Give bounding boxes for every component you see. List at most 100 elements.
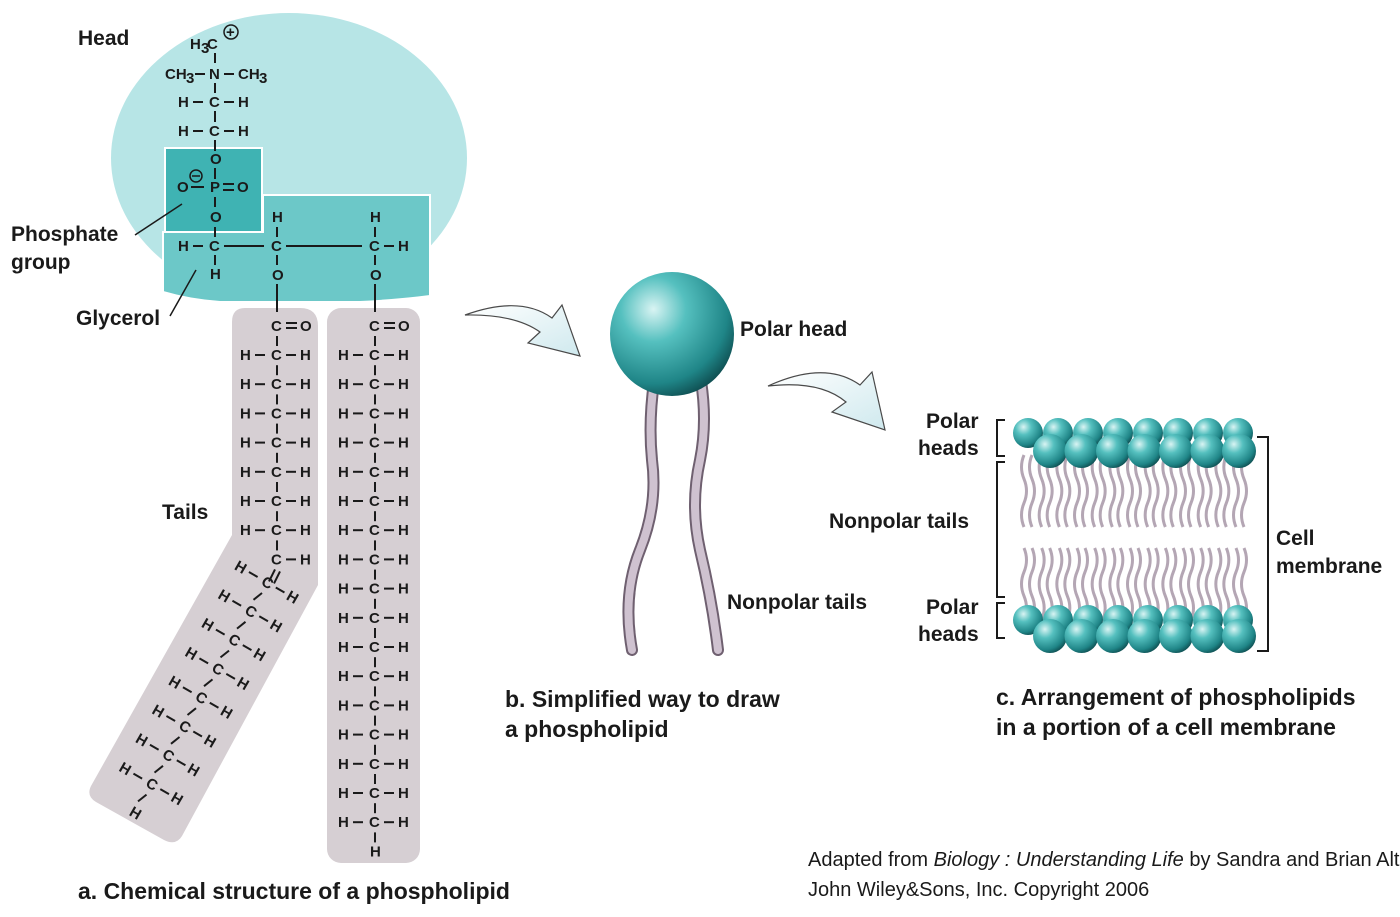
panel-c-caption-2: in a portion of a cell membrane [996,714,1336,740]
carbonyl-oxygen: O [300,318,312,335]
hydrogen: H [300,435,311,452]
polar-head-label: Polar head [740,318,847,341]
panel-b: Polar head Nonpolar tails b. Simplified … [505,272,867,742]
hydrogen: H [240,347,251,364]
cell-membrane-label: Cell [1276,527,1315,550]
carbonyl-carbon: C [369,318,380,335]
cell-membrane-label-2: membrane [1276,555,1382,578]
hydrogen: H [338,581,349,598]
bond [176,759,186,767]
membrane-head-sphere [1190,619,1225,653]
polar-heads-top-label-2: heads [918,437,979,460]
svg-text:P: P [210,179,220,196]
hydrogen: H [338,522,349,539]
membrane-tail [1020,454,1028,528]
membrane-tail [1151,547,1160,621]
terminal-hydrogen: H [370,843,381,860]
hydrogen: H [338,814,349,831]
bond [219,649,230,659]
hydrogen: H [240,464,251,481]
svg-text:H: H [210,266,221,283]
head-label: Head [78,27,129,50]
bond [258,615,269,623]
membrane-tail [1037,547,1046,621]
svg-text:O: O [210,151,222,168]
membrane-tail [1126,547,1134,621]
hydrogen: H [398,376,409,393]
tail-left [624,371,659,654]
svg-text:O: O [272,267,284,284]
svg-text:C: C [209,238,220,255]
glycerol-box [162,194,431,303]
hydrogen: H [240,376,251,393]
membrane-tail [1222,547,1231,621]
hydrogen: H [398,464,409,481]
carbon: C [271,347,282,364]
polar-heads-bottom-label: Polar [926,596,979,619]
svg-text:N: N [209,66,220,83]
carbon: C [369,405,380,422]
bond [149,743,160,751]
hydrogen: H [300,347,311,364]
carbon: C [369,347,380,364]
glycerol-pointer [169,269,197,317]
hydrogen: H [300,405,311,422]
credit-line-2: John Wiley&Sons, Inc. Copyright 2006 [808,879,1149,901]
carbon: C [369,435,380,452]
membrane-tail [1214,454,1223,528]
membrane-tail [1028,454,1036,528]
svg-text:+: + [226,24,235,41]
hydrogen: H [300,551,311,568]
svg-text:H: H [272,209,283,226]
carbon: C [369,551,380,568]
membrane-tail [1090,547,1099,621]
carbon: C [369,610,380,627]
svg-text:H: H [398,238,409,255]
hydrogen: H [398,581,409,598]
membrane-tail [1161,547,1170,621]
bond [132,772,143,780]
tails-label: Tails [162,501,208,524]
hydrogen: H [338,464,349,481]
membrane-head-sphere [1033,434,1067,468]
svg-text:H: H [238,123,249,140]
bond [159,788,170,795]
svg-text:C: C [271,238,282,255]
bracket-top-heads [996,419,1005,457]
membrane-tail [1134,454,1142,528]
bond [153,765,164,774]
bond [231,599,242,607]
hydrogen: H [398,610,409,627]
bond [137,793,148,803]
hydrogen: H [338,639,349,656]
membrane-tail [1098,454,1107,528]
bond [225,673,236,680]
membrane-head-sphere [1190,434,1225,468]
bracket-bottom-heads [996,602,1005,639]
hydrogen: H [338,405,349,422]
hydrogen: H [300,464,311,481]
membrane-tail [1187,547,1195,621]
hydrogen: H [300,376,311,393]
panel-b-caption: b. Simplified way to draw [505,686,780,712]
hydrogen: H [300,522,311,539]
hydrogen: H [240,405,251,422]
membrane-tail [1151,454,1160,528]
carbon: C [271,435,282,452]
svg-text:O: O [237,179,249,196]
membrane-head-sphere [1096,619,1130,653]
hydrogen: H [240,493,251,510]
nonpolar-tails-label-c: Nonpolar tails [829,510,969,533]
membrane-head-sphere [1159,434,1193,468]
membrane-head-sphere [1033,619,1067,653]
tail-box-left [89,308,318,843]
svg-text:O: O [370,267,382,284]
svg-text:CH: CH [238,66,260,83]
credit-book-title: Biology : Understanding Life [934,849,1184,871]
membrane-head-sphere [1064,434,1099,468]
bond [215,628,226,636]
hydrogen: H [398,697,409,714]
carbon: C [369,756,380,773]
